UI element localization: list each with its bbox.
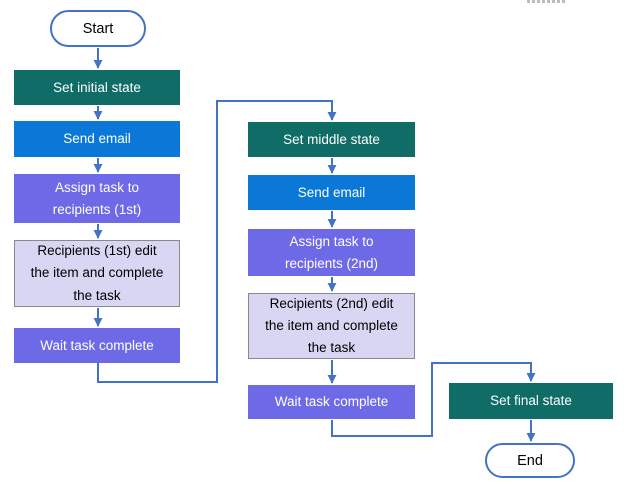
node-send-email-2-label: Send email (297, 184, 366, 200)
node-start: Start (50, 10, 146, 47)
node-assign-task-1: Assign task to recipients (1st) (14, 174, 180, 223)
node-set-final-state-label: Set final state (490, 393, 572, 409)
node-set-initial-state: Set initial state (14, 70, 180, 105)
node-set-middle-state-label: Set middle state (283, 131, 380, 147)
node-assign-task-1-label: Assign task to recipients (1st) (52, 179, 142, 217)
node-recipients-1-label: Recipients (1st) edit the item and compl… (30, 243, 164, 303)
node-send-email-1-label: Send email (63, 131, 131, 147)
node-end: End (485, 443, 575, 478)
connector-wait1-to-set-middle (97, 100, 337, 383)
node-wait-task-1-label: Wait task complete (40, 337, 154, 353)
node-recipients-1: Recipients (1st) edit the item and compl… (14, 240, 180, 307)
clipped-text-fragment (527, 0, 567, 3)
node-wait-task-2: Wait task complete (248, 385, 415, 419)
connector-wait2-to-set-final (331, 362, 536, 437)
node-set-middle-state: Set middle state (248, 122, 415, 157)
node-wait-task-1: Wait task complete (14, 328, 180, 363)
node-recipients-2: Recipients (2nd) edit the item and compl… (248, 293, 415, 359)
node-assign-task-2: Assign task to recipients (2nd) (248, 229, 415, 276)
node-start-label: Start (82, 20, 114, 37)
node-send-email-1: Send email (14, 121, 180, 157)
node-wait-task-2-label: Wait task complete (274, 394, 389, 410)
node-end-label: End (517, 452, 543, 469)
node-recipients-2-label: Recipients (2nd) edit the item and compl… (265, 295, 398, 356)
node-send-email-2: Send email (248, 175, 415, 210)
node-set-initial-state-label: Set initial state (53, 79, 141, 95)
node-set-final-state: Set final state (449, 383, 613, 419)
node-assign-task-2-label: Assign task to recipients (2nd) (284, 233, 379, 271)
